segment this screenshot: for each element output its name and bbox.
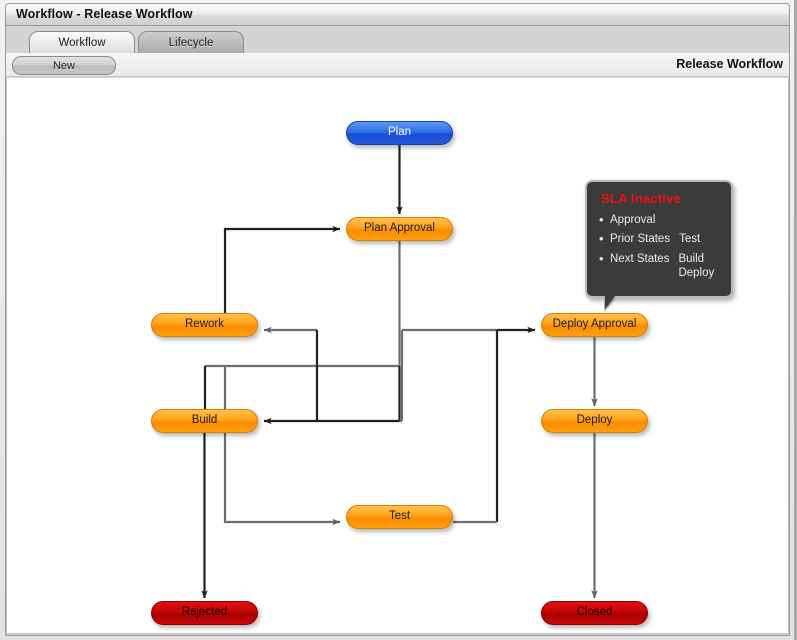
edge-9 [223, 225, 341, 330]
node-deploy[interactable]: Deploy [541, 409, 648, 433]
node-closed-label: Closed [576, 606, 613, 619]
node-deploy-approval[interactable]: Deploy Approval [541, 313, 648, 337]
window-title: Workflow - Release Workflow [16, 7, 193, 21]
bullet-icon: • [599, 250, 604, 266]
edge-layer [201, 145, 598, 599]
new-button[interactable]: New [12, 56, 116, 75]
tooltip-row: • Approval [599, 213, 719, 227]
tab-lifecycle[interactable]: Lifecycle [138, 31, 244, 53]
tooltip-row-value: Test [679, 233, 701, 246]
node-plan-approval-label: Plan Approval [364, 222, 435, 235]
node-plan-label: Plan [387, 126, 412, 139]
node-rework[interactable]: Rework [151, 313, 258, 337]
tooltip-tail [605, 295, 615, 309]
node-plan[interactable]: Plan [346, 121, 453, 145]
edge-8 [223, 366, 341, 526]
tab-strip: Workflow Lifecycle [5, 27, 790, 53]
window-titlebar: Workflow - Release Workflow [5, 3, 790, 26]
tooltip-rows: • Approval • Prior States Test • Next States Bu… [599, 213, 719, 281]
tab-workflow[interactable]: Workflow [29, 31, 135, 53]
node-plan-approval[interactable]: Plan Approval [346, 217, 453, 241]
node-build[interactable]: Build [151, 409, 258, 433]
workflow-title: Release Workflow [676, 57, 783, 71]
node-deploy-label: Deploy [576, 414, 613, 427]
node-rework-label: Rework [185, 318, 224, 331]
new-button-label: New [52, 59, 75, 72]
tooltip-row: • Prior States Test [599, 232, 719, 246]
tooltip-row-key: Approval [610, 214, 656, 226]
tooltip-row-value: Build Deploy [678, 252, 715, 280]
tab-workflow-label: Workflow [58, 36, 106, 49]
bullet-icon: • [599, 212, 604, 227]
toolbar: New Release Workflow [6, 53, 789, 77]
tooltip-row-key: Next States [610, 252, 670, 265]
tooltip-title: SLA Inactive [601, 191, 681, 206]
node-rejected-label: Rejected [181, 606, 228, 619]
node-deploy-approval-label: Deploy Approval [552, 318, 637, 331]
tooltip-row-key: Prior States [610, 233, 671, 246]
node-test[interactable]: Test [346, 505, 453, 529]
node-build-label: Build [191, 414, 218, 427]
tooltip-row: • Next States Build Deploy [599, 252, 719, 281]
tab-lifecycle-label: Lifecycle [168, 36, 214, 49]
bullet-icon: • [599, 231, 604, 247]
node-test-label: Test [388, 510, 411, 523]
node-closed[interactable]: Closed [541, 601, 648, 625]
node-rejected[interactable]: Rejected [151, 601, 258, 625]
